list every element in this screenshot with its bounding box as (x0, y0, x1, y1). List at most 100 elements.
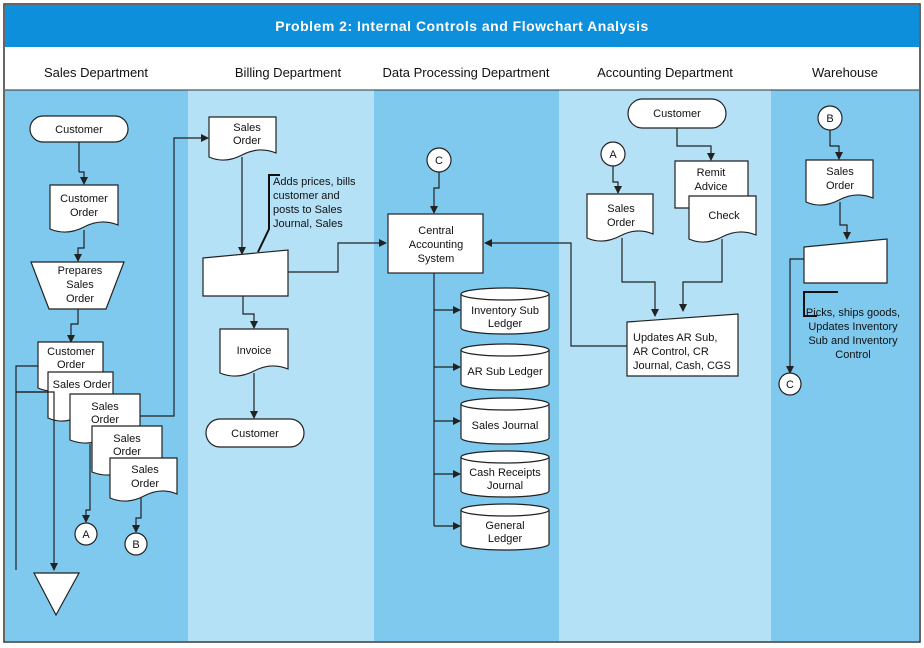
dp-ledger-5-line2: Ledger (488, 533, 523, 545)
dp-connector-c-label: C (435, 155, 443, 167)
flow-arrow (242, 296, 258, 329)
sales-connector-a-label: A (82, 529, 90, 541)
page-title: Problem 2: Internal Controls and Flowcha… (275, 18, 649, 34)
acct-updates-line3: Journal, Cash, CGS (633, 360, 731, 372)
dp-ledger-2-line1: AR Sub Ledger (467, 366, 543, 378)
wh-sales-order-line1: Sales (826, 166, 854, 178)
billing-note-line1: Adds prices, bills (273, 176, 356, 188)
billing-note-line2: customer and (273, 190, 340, 202)
acct-check-document: Check (688, 195, 757, 243)
dp-ledger-1-line1: Inventory Sub (471, 305, 539, 317)
dp-central-line3: System (418, 253, 455, 265)
acct-connector-a: A (600, 141, 626, 167)
wh-note-line2: Updates Inventory (808, 321, 898, 333)
sales-stack-customer-order-line1: Customer (47, 346, 95, 358)
acct-sales-order-line2: Order (607, 217, 635, 229)
wh-connector-b: B (817, 105, 843, 131)
dp-ledger-cash-receipts-journal: Cash Receipts Journal (460, 450, 550, 498)
acct-customer-terminal: Customer (627, 98, 727, 129)
flow-arrow-to-central (484, 239, 627, 347)
sales-stack-customer-order-line2: Order (57, 359, 85, 371)
wh-note-line1: Picks, ships goods, (806, 307, 900, 319)
flow-arrow (839, 202, 851, 240)
flow-arrow-to-central (288, 239, 387, 273)
acct-remit-advice-line2: Advice (694, 181, 727, 193)
sales-connector-b-label: B (132, 539, 139, 551)
dp-ledger-4-line2: Journal (487, 480, 523, 492)
flow-arrow (67, 309, 79, 343)
wh-note-line4: Control (835, 349, 870, 361)
sales-customer-terminal: Customer (29, 115, 129, 143)
wh-annotation-bracket (803, 291, 838, 317)
wh-sales-order-line2: Order (826, 180, 854, 192)
sales-customer-order-line1: Customer (60, 193, 108, 205)
flow-arrow (676, 128, 715, 161)
dp-ledger-ar-sub-ledger: AR Sub Ledger (460, 343, 550, 391)
flow-arrow (621, 238, 659, 317)
dp-ledger-1-line2: Ledger (488, 318, 523, 330)
sales-stack-sales-order-3-line2: Order (113, 446, 141, 458)
dp-ledger-5-line1: General (485, 520, 524, 532)
sales-stack-sales-order-4-line2: Order (131, 478, 159, 490)
sales-customer-label: Customer (55, 124, 103, 136)
billing-customer-terminal: Customer (205, 418, 305, 448)
billing-annotation-bracket (257, 174, 280, 253)
flow-arrow (82, 444, 91, 523)
acct-sales-order-line1: Sales (607, 203, 635, 215)
acct-check-label: Check (708, 210, 740, 222)
dp-connector-c: C (426, 147, 452, 173)
billing-note-line4: Journal, Sales (273, 218, 343, 230)
dp-central-line1: Central (418, 225, 453, 237)
acct-updates-manual-input (626, 313, 739, 377)
sales-stack-sales-order-2-line1: Sales (91, 401, 119, 413)
sales-offline-file-triangle (33, 572, 81, 617)
acct-customer-label: Customer (653, 108, 701, 120)
dp-central-accounting-system: Central Accounting System (387, 213, 484, 274)
lane-heading-accounting: Accounting Department (597, 65, 733, 80)
flow-arrow (786, 258, 804, 374)
flow-line (15, 365, 38, 570)
billing-manual-input (202, 249, 289, 297)
billing-sales-order-line1: Sales (233, 122, 261, 134)
sales-connector-a: A (74, 522, 98, 546)
wh-connector-b-label: B (826, 113, 833, 125)
acct-updates-line2: AR Control, CR (633, 346, 709, 358)
wh-manual-input (803, 238, 888, 284)
sales-doc-sales-order-4: Sales Order (109, 457, 178, 502)
billing-note-line3: posts to Sales (273, 204, 343, 216)
acct-sales-order-document: Sales Order (586, 193, 654, 242)
acct-updates-line1: Updates AR Sub, (633, 332, 717, 344)
flow-arrow (74, 230, 85, 262)
wh-sales-order-document: Sales Order (805, 159, 874, 206)
dp-ledger-inventory-sub-ledger: Inventory Sub Ledger (460, 287, 550, 335)
billing-customer-label: Customer (231, 428, 279, 440)
flow-arrow (79, 171, 88, 185)
flow-arrow (430, 172, 440, 214)
sales-prepares-line1: Prepares (58, 265, 103, 277)
lane-heading-sales: Sales Department (44, 65, 148, 80)
wh-connector-c-label: C (786, 379, 794, 391)
acct-remit-advice-line1: Remit (697, 167, 726, 179)
flow-arrow (679, 239, 723, 312)
dp-ledger-sales-journal: Sales Journal (460, 397, 550, 445)
wh-note-line3: Sub and Inventory (808, 335, 898, 347)
dp-ledger-4-line1: Cash Receipts (469, 467, 541, 479)
flow-arrow-to-billing (140, 134, 209, 417)
sales-customer-order-document: Customer Order (49, 184, 119, 233)
dp-central-line2: Accounting (409, 239, 463, 251)
billing-invoice-label: Invoice (237, 345, 272, 357)
sales-stack-sales-order-1: Sales Order (53, 379, 112, 391)
sales-stack-sales-order-3-line1: Sales (113, 433, 141, 445)
sales-prepares-line2: Sales (66, 279, 94, 291)
acct-connector-a-label: A (609, 149, 617, 161)
dp-ledger-general-ledger: General Ledger (460, 503, 550, 551)
lane-heading-billing: Billing Department (235, 65, 342, 80)
flow-arrow (829, 130, 843, 160)
lane-heading-data-processing: Data Processing Department (383, 65, 550, 80)
flow-arrow (612, 166, 622, 194)
flow-arrow (16, 391, 58, 571)
billing-invoice-document: Invoice (219, 328, 289, 377)
sales-customer-order-line2: Order (70, 207, 98, 219)
flow-arrow (132, 498, 142, 533)
